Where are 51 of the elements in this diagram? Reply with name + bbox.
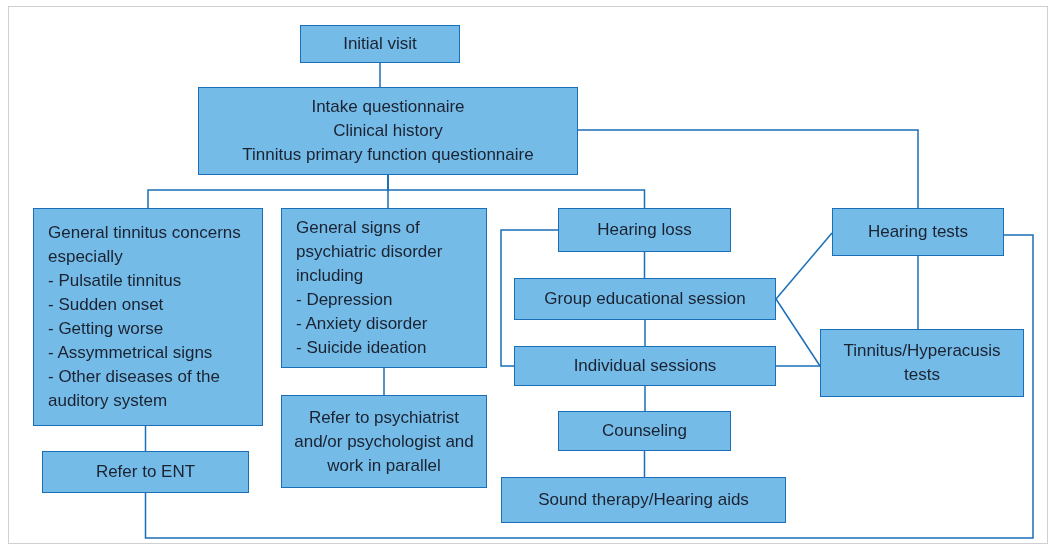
box-text: Counseling	[601, 420, 688, 442]
connector-line	[644, 319, 646, 347]
connector-line	[379, 62, 381, 88]
box-text: Tinnitus primary function questionnaire	[242, 144, 534, 166]
process-box	[501, 477, 786, 523]
list-item: - Sudden onset	[48, 294, 164, 316]
process-box	[281, 395, 487, 488]
list-item: - Getting worse	[48, 318, 164, 340]
box-text: Refer to psychiatrist and/or psychologist and work in parallel	[293, 406, 475, 477]
connector-line	[775, 298, 821, 367]
box-text: Tinnitus/Hyperacusis tests	[842, 340, 1002, 386]
box-text: Sound therapy/Hearing aids	[538, 489, 749, 511]
box-text: Individual sessions	[573, 355, 717, 377]
connector-line	[144, 234, 1034, 539]
process-box	[300, 25, 460, 63]
process-box	[514, 346, 776, 386]
list-item: - Suicide ideation	[296, 337, 427, 359]
process-box	[198, 87, 578, 175]
process-box	[558, 411, 731, 451]
connector-line	[644, 385, 646, 412]
box-text: Hearing loss	[597, 219, 692, 241]
process-box	[832, 208, 1004, 256]
list-item: - Anxiety disorder	[296, 313, 428, 335]
process-box	[42, 451, 249, 493]
box-text: Initial visit	[343, 33, 417, 55]
process-box	[820, 329, 1024, 397]
connector-line	[643, 450, 646, 478]
connector-line	[383, 367, 385, 396]
box-text: Hearing tests	[867, 221, 969, 243]
box-text: General tinnitus concerns especially	[48, 222, 242, 268]
connector-line	[917, 255, 919, 330]
connector-line	[775, 232, 833, 300]
box-text: Intake questionnaire	[311, 96, 465, 118]
box-text: Refer to ENT	[95, 461, 196, 483]
list-item: - Assymmetrical signs	[48, 342, 213, 364]
box-text: General signs of psychiatric disorder including	[296, 217, 444, 287]
box-text: Clinical history	[333, 120, 443, 142]
connector-line	[387, 174, 646, 209]
list-item: - Other diseases of the auditory system	[48, 366, 221, 412]
connector-line	[144, 425, 147, 452]
process-box	[558, 208, 731, 252]
box-text: Group educational session	[544, 288, 746, 310]
list-item: - Pulsatile tinnitus	[48, 270, 182, 292]
connector-line	[500, 229, 559, 367]
process-box	[33, 208, 263, 426]
process-box	[514, 278, 776, 320]
process-box	[281, 208, 487, 368]
connector-line	[643, 251, 646, 279]
list-item: - Depression	[296, 289, 393, 311]
connector-line	[775, 365, 821, 367]
connector-line	[577, 129, 919, 209]
